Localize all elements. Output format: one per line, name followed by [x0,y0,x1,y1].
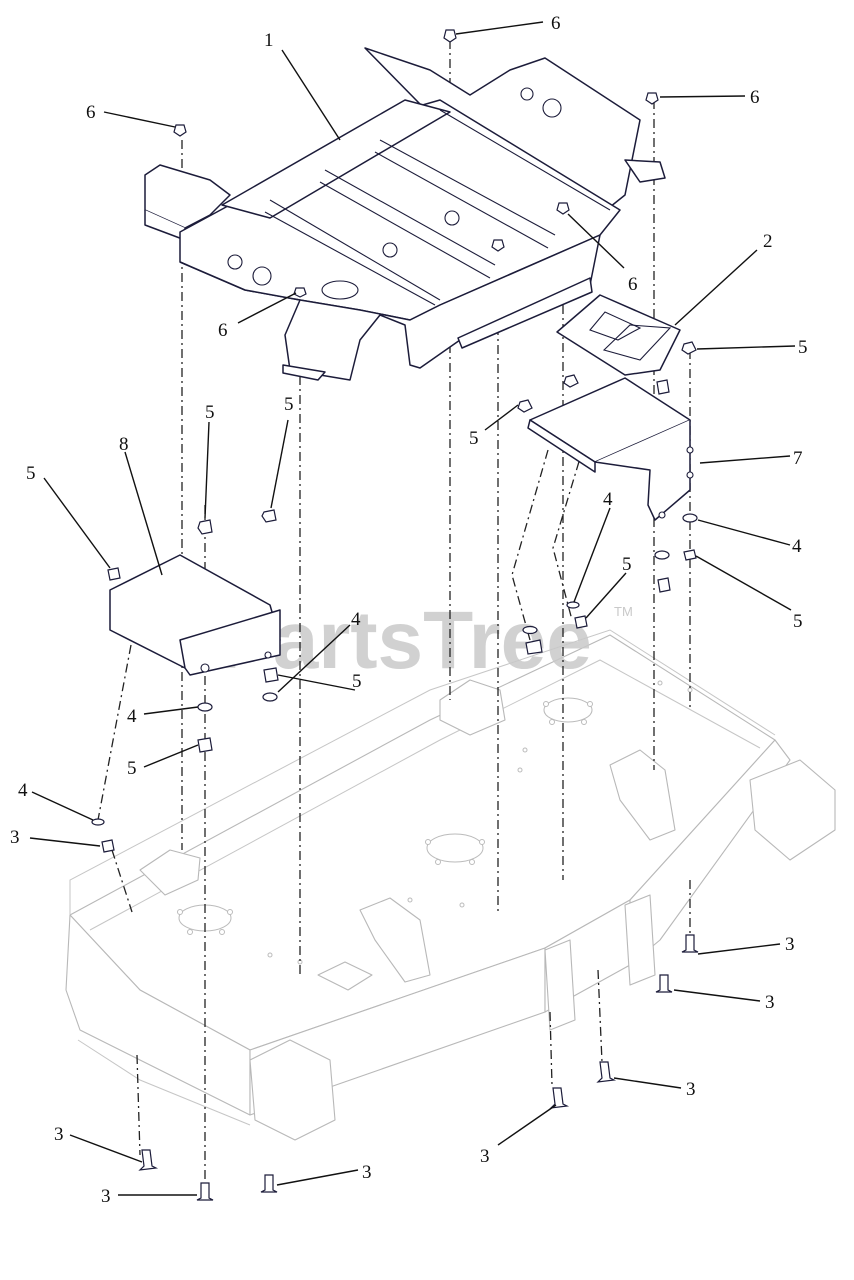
callout-4: 4 [18,780,28,801]
callout-5: 5 [127,758,137,779]
callout-5: 5 [793,611,803,632]
watermark-trademark: TM [614,604,633,619]
shield-part-7 [527,377,694,521]
top-cover-part-1 [144,47,666,381]
callout-3: 3 [362,1162,372,1183]
callout-5: 3 [10,827,20,848]
callout-4: 4 [792,536,802,557]
callout-5: 5 [26,463,36,484]
callout-6: 6 [86,102,96,123]
plate-part-2 [556,294,681,376]
hardware [91,29,699,1201]
callout-6: 6 [750,87,760,108]
callout-7: 7 [793,448,803,469]
mower-deck [65,629,836,1141]
callout-6: 6 [218,320,228,341]
leader-lines [29,21,796,1196]
callout-5: 5 [284,394,294,415]
callout-3: 3 [765,992,775,1013]
callout-5: 5 [798,337,808,358]
shield-part-8 [109,554,281,676]
callout-1: 1 [264,30,274,51]
callout-8: 8 [119,434,129,455]
callout-5: 5 [205,402,215,423]
callouts: 1 2 6 6 6 6 6 5 5 5 5 5 5 5 5 5 8 7 4 4 … [10,13,808,1207]
callout-4: 4 [603,489,613,510]
callout-6: 6 [628,274,638,295]
callout-2: 2 [763,231,773,252]
callout-3: 3 [480,1146,490,1167]
callout-4: 4 [351,609,361,630]
callout-5: 5 [622,554,632,575]
callout-3: 3 [785,934,795,955]
callout-3: 3 [101,1186,111,1207]
callout-6: 6 [551,13,561,34]
callout-4: 4 [127,706,137,727]
callout-5: 5 [469,428,479,449]
callout-3: 3 [686,1079,696,1100]
callout-3: 3 [54,1124,64,1145]
callout-5: 5 [352,671,362,692]
